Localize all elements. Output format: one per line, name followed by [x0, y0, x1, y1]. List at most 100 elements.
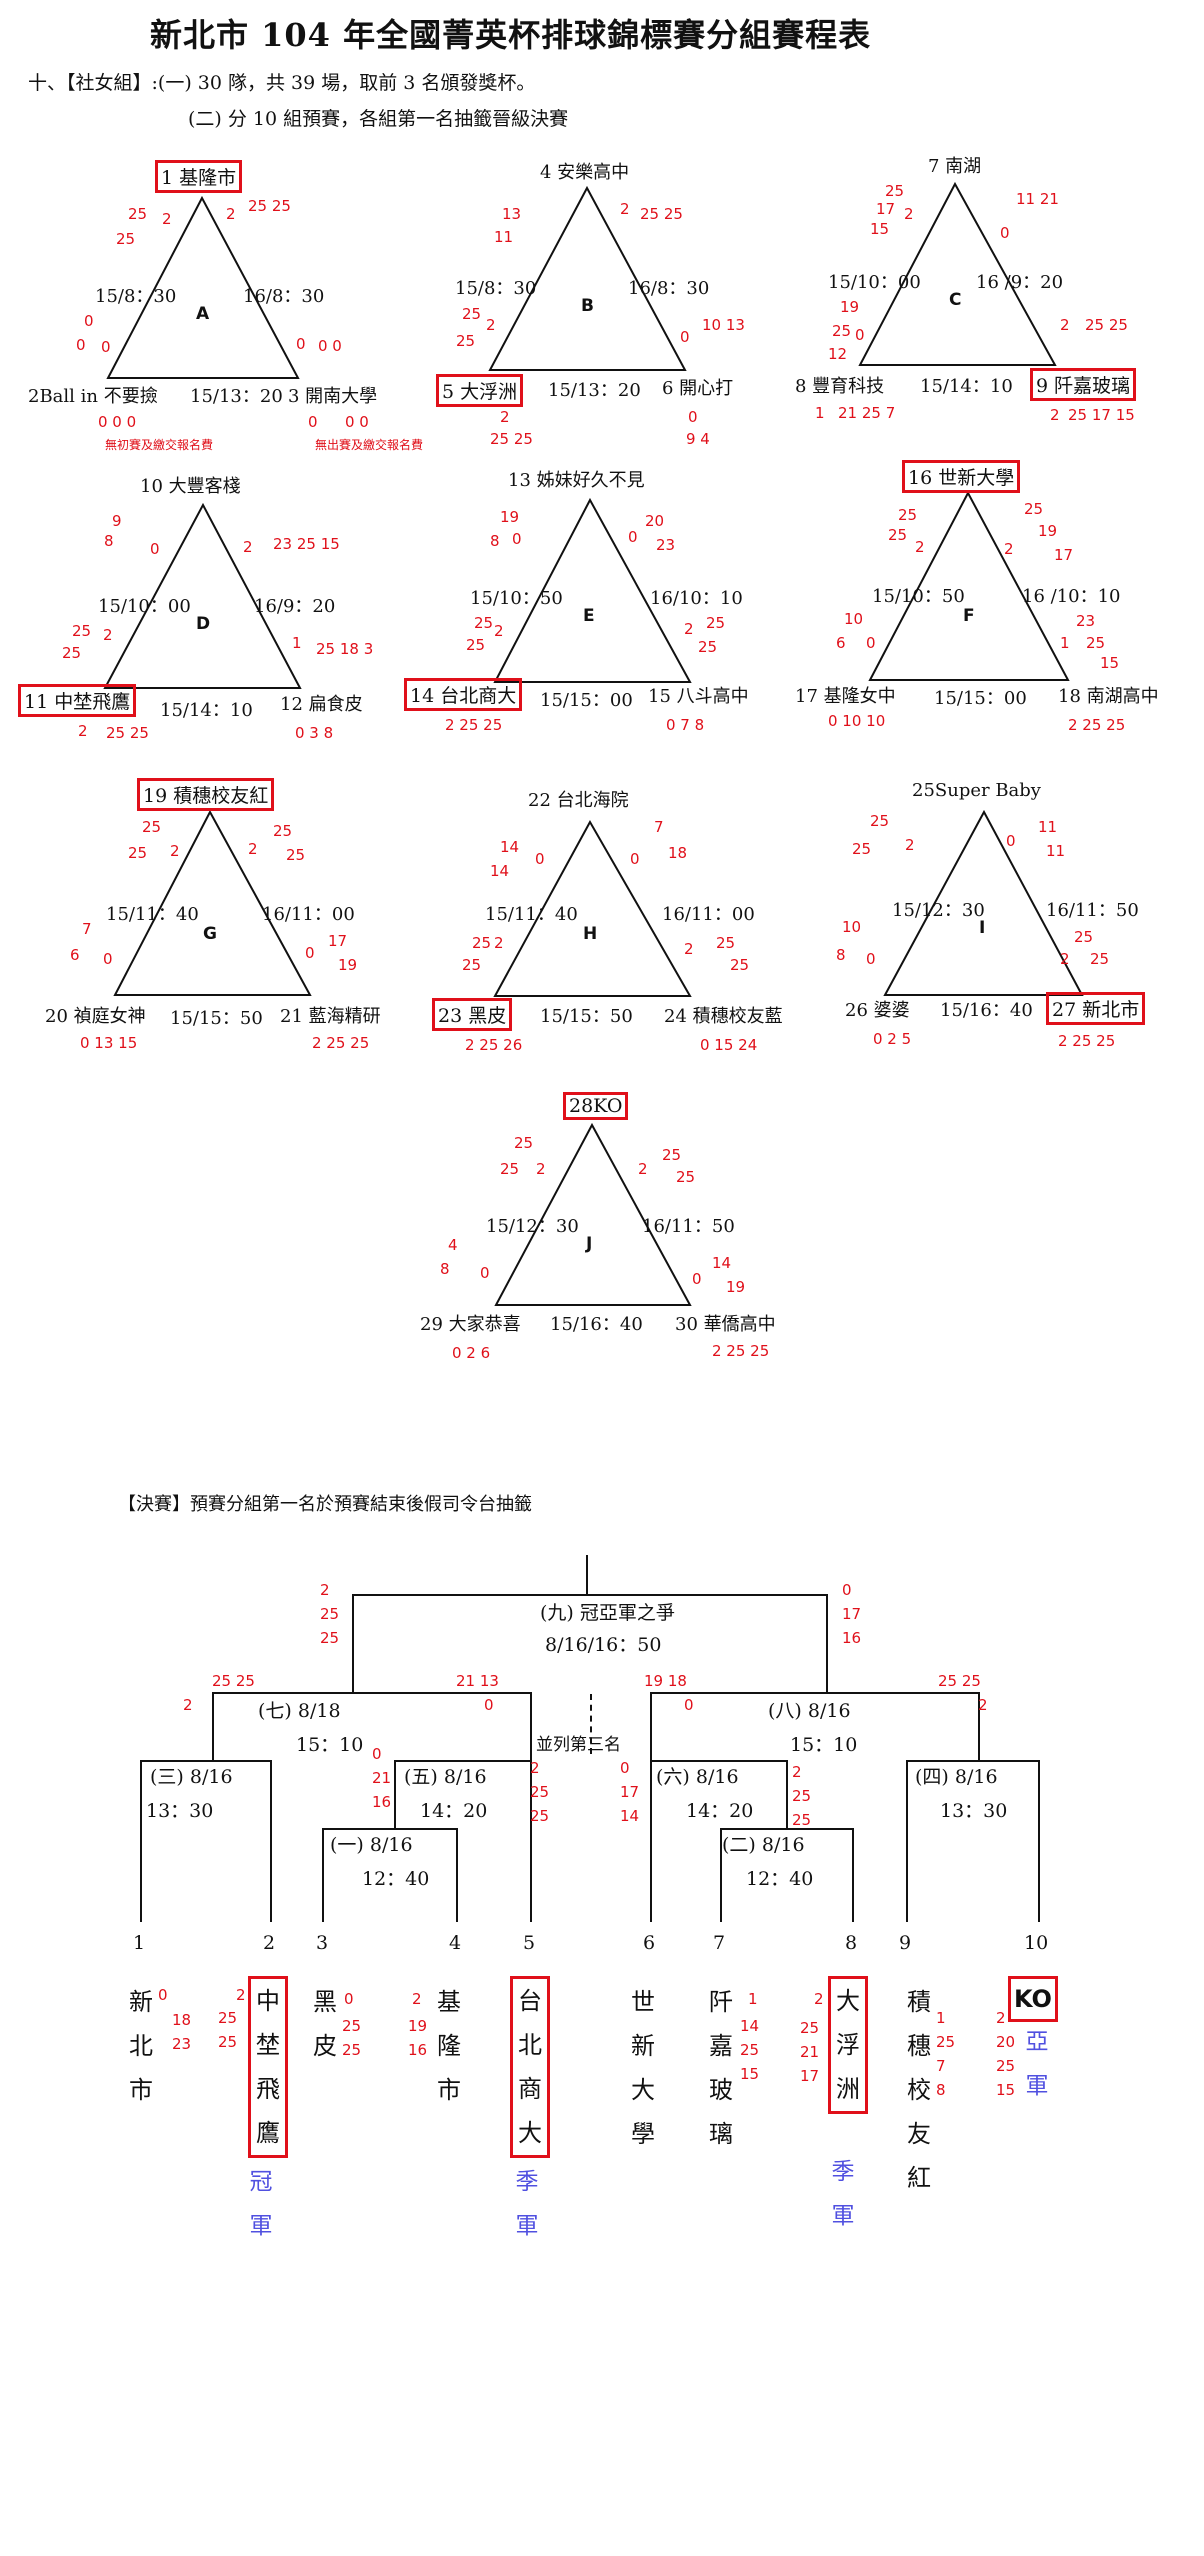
score: 23: [1076, 612, 1096, 630]
score: 2: [494, 622, 504, 640]
intro-line-1: 十、【社女組】:(一) 30 隊，共 39 場，取前 3 名頒發獎杯。: [28, 72, 536, 94]
time-right: 16/8：30: [628, 278, 710, 299]
third-place-label: 並列第三名: [536, 1735, 621, 1755]
time-right: 16/11：00: [262, 904, 355, 925]
score: 8: [836, 946, 846, 964]
score: 23: [656, 536, 676, 554]
score: 0: [76, 336, 86, 354]
score: 0: [866, 950, 876, 968]
final-team-8: 大浮洲: [828, 1976, 868, 2114]
time-bottom: 15/16：40: [940, 1000, 1033, 1021]
slot-number: 6: [643, 1932, 656, 1954]
score: 0: [484, 1696, 494, 1714]
score: 9 4: [686, 430, 710, 448]
team-a2: 2Ball in 不要撿: [28, 386, 158, 407]
score: 2: [412, 1990, 422, 2008]
group-letter: C: [949, 290, 962, 310]
match-4-time: 13：30: [940, 1800, 1008, 1822]
team-g19: 19 積穗校友紅: [137, 778, 275, 811]
score: 0: [296, 335, 306, 353]
score: 25: [474, 614, 494, 632]
time-bottom: 15/16：40: [550, 1314, 643, 1335]
team-c9: 9 阡嘉玻璃: [1030, 368, 1137, 401]
score: 25 25: [640, 205, 683, 223]
score: 2: [243, 538, 253, 556]
match-1-time: 12：40: [362, 1868, 430, 1890]
final-heading: 【決賽】預賽分組第一名於預賽結束後假司令台抽籤: [118, 1494, 532, 1515]
team-h24: 24 積穗校友藍: [664, 1006, 783, 1027]
match-5: (五) 8/16: [404, 1766, 487, 1788]
slot-number: 7: [713, 1932, 726, 1954]
score: 2: [1060, 316, 1070, 334]
score: 1: [748, 1990, 758, 2008]
score: 2: [78, 722, 88, 740]
score: 19 18: [644, 1672, 687, 1690]
award-third-1: 季軍: [515, 2169, 539, 2239]
time-bottom: 15/15：00: [934, 688, 1027, 709]
score: 1: [815, 404, 825, 422]
score: 0: [308, 413, 318, 431]
group-letter: F: [963, 606, 975, 626]
score: 4: [448, 1236, 458, 1254]
score: 25: [662, 1146, 682, 1164]
match-7-time: 15：10: [296, 1734, 364, 1756]
score: 25: [72, 622, 92, 640]
score: 2: [814, 1990, 824, 2008]
group-letter: H: [583, 924, 598, 944]
score: 0: [103, 950, 113, 968]
score: 2: [978, 1696, 988, 1714]
score: 12: [828, 345, 848, 363]
score: 0 0 0: [98, 413, 137, 431]
score: 0 0: [345, 413, 369, 431]
team-d12: 12 扁食皮: [280, 694, 363, 715]
score: 25 25: [212, 1672, 255, 1690]
score: 8: [490, 532, 500, 550]
score: 0: [512, 530, 522, 548]
time-right: 16 /10：10: [1022, 586, 1121, 607]
score: 2 25 26: [465, 1036, 523, 1054]
score: 25: [456, 332, 476, 350]
score: 0 15 24: [700, 1036, 758, 1054]
time-left: 15/12：30: [892, 900, 985, 921]
team-i27: 27 新北市: [1046, 992, 1146, 1025]
team-d10: 10 大豐客棧: [140, 476, 241, 497]
final-team-2: 中埜飛鷹: [248, 1976, 288, 2158]
group-letter: J: [586, 1234, 593, 1254]
score: 25: [472, 934, 492, 952]
score: 2: [1050, 406, 1060, 424]
score: 25: [116, 230, 136, 248]
score: 25: [898, 506, 918, 524]
slot-number: 1: [133, 1932, 146, 1954]
score: 13: [502, 205, 522, 223]
score: 11: [1038, 818, 1058, 836]
group-letter: G: [203, 924, 217, 944]
time-right: 16/11：00: [662, 904, 755, 925]
score: 7: [654, 818, 664, 836]
score: 14: [712, 1254, 732, 1272]
match-8-time: 15：10: [790, 1734, 858, 1756]
score: 2 25 25: [312, 1034, 370, 1052]
time-left: 15/10：00: [828, 272, 921, 293]
score: 2 25 25: [1058, 1032, 1116, 1050]
team-i26: 26 婆婆: [845, 1000, 910, 1021]
score: 0: [305, 944, 315, 962]
award-champion: 冠軍: [249, 2169, 273, 2239]
time-right: 16/9：20: [254, 596, 336, 617]
score: 2: [236, 1986, 246, 2004]
score: 0: [1000, 224, 1010, 242]
final-team-1: 新北市: [129, 1988, 153, 2104]
time-left: 15/10：50: [872, 586, 965, 607]
time-bottom: 15/15：50: [170, 1008, 263, 1029]
time-bottom: 15/14：10: [160, 700, 253, 721]
score: 2: [170, 842, 180, 860]
score: 11 21: [1016, 190, 1059, 208]
group-letter: D: [196, 614, 211, 634]
match-3-time: 13：30: [146, 1800, 214, 1822]
score: 14: [500, 838, 520, 856]
